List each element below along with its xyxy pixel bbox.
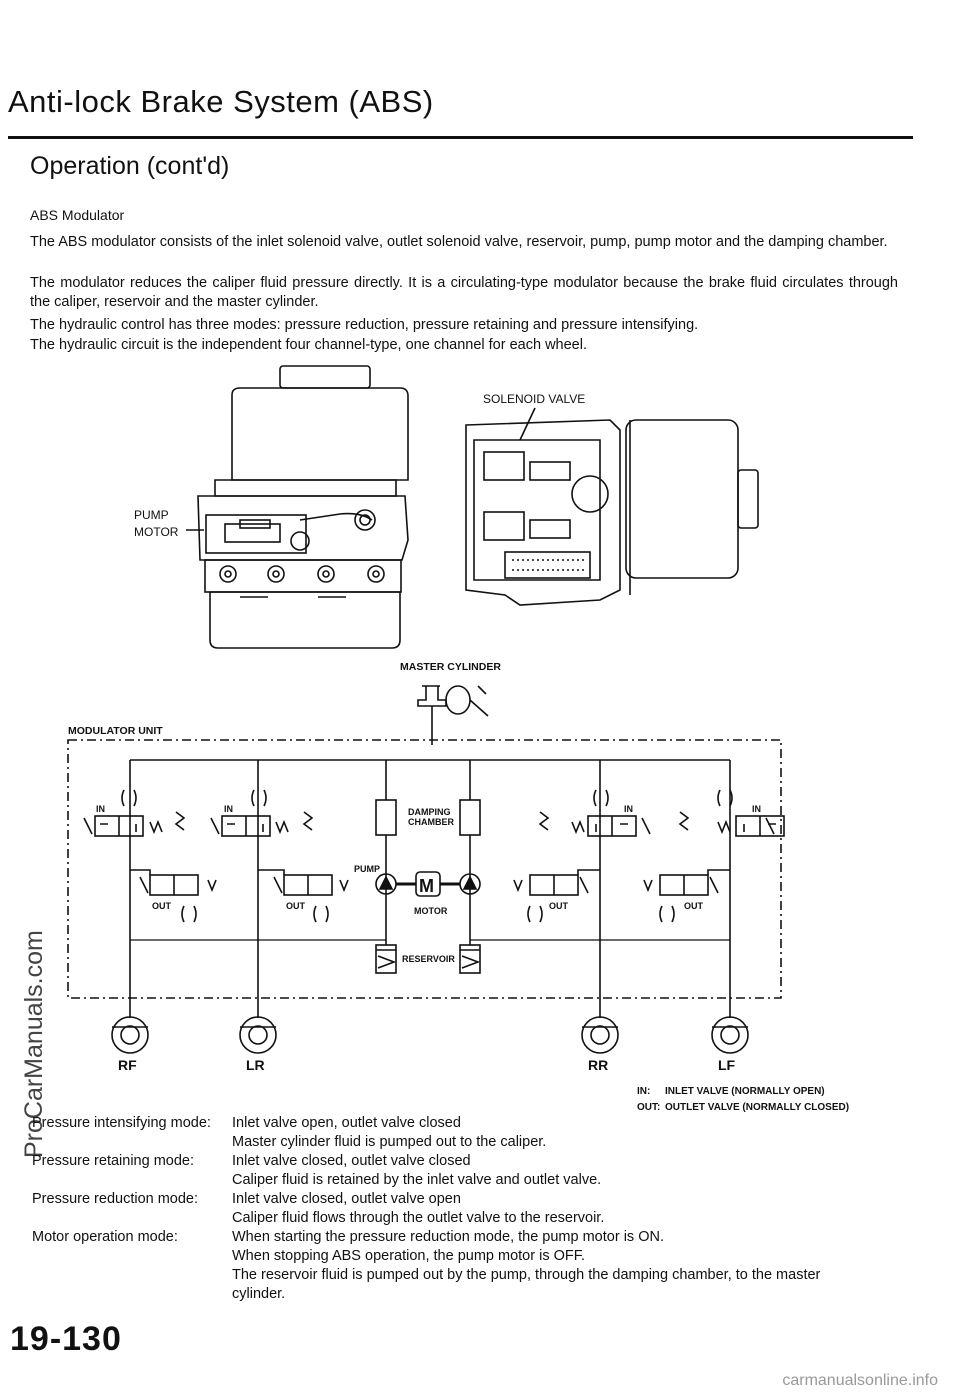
mode-intensifying: Pressure intensifying mode: Inlet valve …: [32, 1114, 912, 1152]
wheel-brake-lr: [239, 1016, 277, 1054]
mode-label: Pressure retaining mode:: [32, 1153, 194, 1169]
paragraph-modulator: The modulator reduces the caliper fluid …: [30, 275, 898, 310]
damping-chamber-label: DAMPING: [408, 807, 451, 817]
out-label-rr: OUT: [549, 901, 569, 911]
solenoid-valve-illustration: [465, 419, 759, 606]
page-number: 19-130: [10, 1320, 122, 1358]
out-label-lr: OUT: [286, 901, 306, 911]
mode-line: Inlet valve closed, outlet valve open: [232, 1191, 461, 1207]
pump-label: PUMP: [354, 864, 380, 874]
mode-label: Pressure intensifying mode:: [32, 1115, 211, 1131]
wheel-label-lf: LF: [718, 1057, 736, 1073]
out-label-rf: OUT: [152, 901, 172, 911]
wheel-brake-rf: [111, 1016, 149, 1054]
mode-line: Inlet valve closed, outlet valve closed: [232, 1153, 471, 1169]
in-label-rf: IN: [96, 804, 105, 814]
motor-m-label: M: [419, 876, 434, 896]
in-label-lr: IN: [224, 804, 233, 814]
legend-in-text: INLET VALVE (NORMALLY OPEN): [665, 1086, 825, 1097]
reservoir-left: [375, 944, 397, 974]
mode-label: Motor operation mode:: [32, 1229, 178, 1245]
master-cylinder-symbol: [417, 685, 489, 745]
legend-in-key: IN:: [637, 1086, 650, 1097]
outlet-valve-rf: [139, 874, 217, 896]
footer-url: carmanualsonline.info: [782, 1372, 938, 1389]
solenoid-valve-label: SOLENOID VALVE: [483, 392, 585, 406]
reservoir-label: RESERVOIR: [402, 954, 455, 964]
mode-line: When stopping ABS operation, the pump mo…: [232, 1248, 586, 1264]
damping-chamber-right: [459, 799, 481, 836]
outlet-valve-rr: [513, 874, 589, 896]
mode-motor: Motor operation mode: When starting the …: [32, 1228, 912, 1304]
outlet-valve-lf: [643, 874, 719, 896]
wheel-brake-rr: [581, 1016, 619, 1054]
wheel-brake-lf: [711, 1016, 749, 1054]
in-label-rr: IN: [624, 804, 633, 814]
in-label-lf: IN: [752, 804, 761, 814]
pump-motor-symbol: [415, 871, 441, 897]
inlet-valve-rr: [538, 811, 651, 837]
mode-label: Pressure reduction mode:: [32, 1191, 199, 1207]
mode-line: Caliper fluid flows through the outlet v…: [232, 1210, 605, 1226]
motor-label: MOTOR: [414, 906, 448, 916]
damping-chamber-label-2: CHAMBER: [408, 817, 454, 827]
mode-line: Inlet valve open, outlet valve closed: [232, 1115, 461, 1131]
inlet-valve-lr: [210, 811, 314, 837]
paragraph-modes: The hydraulic control has three modes: p…: [30, 317, 699, 333]
title-divider: [8, 136, 913, 139]
damping-chamber-left: [375, 799, 397, 836]
mode-line: Master cylinder fluid is pumped out to t…: [232, 1134, 547, 1150]
legend-out-key: OUT:: [637, 1102, 660, 1113]
mode-reduction: Pressure reduction mode: Inlet valve clo…: [32, 1190, 912, 1228]
pump-motor-label: PUMP: [134, 508, 169, 522]
modulator-unit-label: MODULATOR UNIT: [68, 725, 163, 737]
pump-motor-illustration: [197, 365, 409, 649]
inlet-valve-lf: [678, 811, 785, 837]
wheel-label-rr: RR: [588, 1057, 608, 1073]
mode-line: Caliper fluid is retained by the inlet v…: [232, 1172, 602, 1188]
paragraph-components: The ABS modulator consists of the inlet …: [30, 234, 888, 250]
wheel-label-lr: LR: [246, 1057, 265, 1073]
legend-out-text: OUTLET VALVE (NORMALLY CLOSED): [665, 1102, 849, 1113]
modulator-unit-frame: [67, 739, 782, 999]
inlet-valve-rf: [83, 811, 186, 837]
page-title: Anti-lock Brake System (ABS): [8, 84, 434, 119]
mode-line: The reservoir fluid is pumped out by the…: [232, 1267, 821, 1283]
wheel-label-rf: RF: [118, 1057, 137, 1073]
mode-retaining: Pressure retaining mode: Inlet valve clo…: [32, 1152, 912, 1190]
mode-line: When starting the pressure reduction mod…: [232, 1229, 664, 1245]
outlet-valve-lr: [273, 874, 349, 896]
out-label-lf: OUT: [684, 901, 704, 911]
reservoir-right: [459, 944, 481, 974]
mode-descriptions: Pressure intensifying mode: Inlet valve …: [32, 1114, 912, 1304]
hydraulic-lines: [129, 759, 731, 1018]
abs-modulator-figure: PUMP MOTOR SOLENOID VALVE MASTER CYLINDE…: [67, 365, 849, 1113]
paragraph-circuit: The hydraulic circuit is the independent…: [30, 337, 587, 353]
pump-motor-label-2: MOTOR: [134, 525, 179, 539]
section-title: Operation (cont'd): [30, 152, 230, 180]
master-cylinder-label: MASTER CYLINDER: [400, 661, 501, 673]
mode-line: cylinder.: [232, 1286, 286, 1302]
sub-heading: ABS Modulator: [30, 207, 125, 223]
